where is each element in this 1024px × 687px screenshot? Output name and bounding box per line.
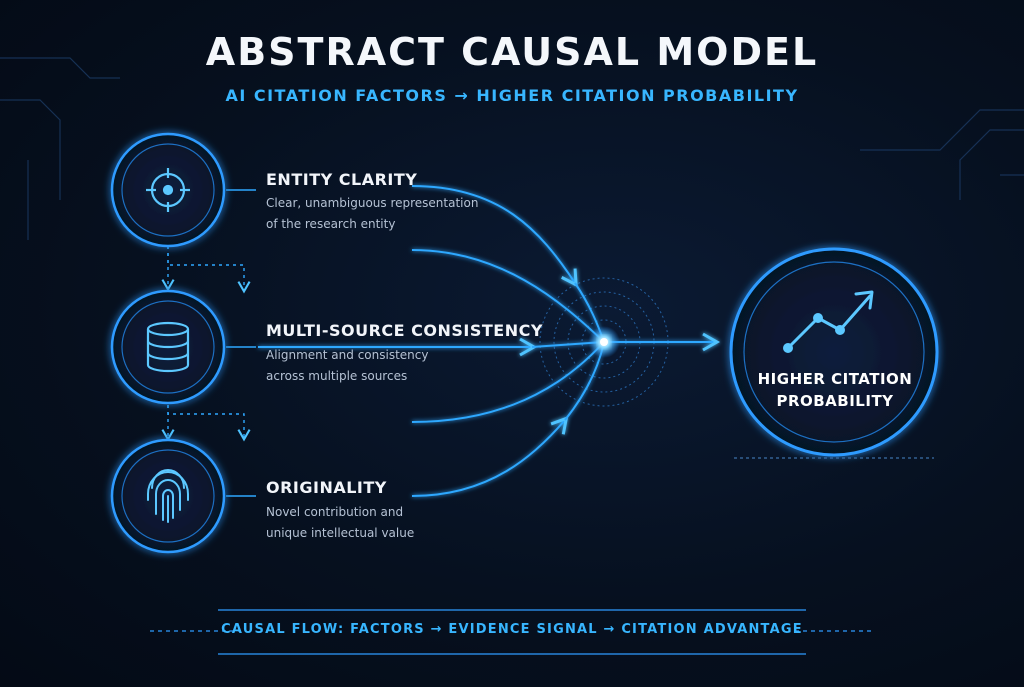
outcome-label-line: PROBABILITY xyxy=(776,392,894,410)
factor-desc-line: Clear, unambiguous representation xyxy=(266,196,479,210)
footer-frame xyxy=(150,609,875,655)
page-title: ABSTRACT CAUSAL MODEL xyxy=(205,30,819,74)
factor-title-multi-source-consistency: MULTI-SOURCE CONSISTENCY xyxy=(266,321,543,340)
outcome-label-line: HIGHER CITATION xyxy=(757,370,913,388)
factor-desc-line: Alignment and consistency xyxy=(266,348,429,362)
flow-line-consistency-upper xyxy=(411,249,605,343)
target-icon xyxy=(146,168,190,212)
circuit-decoration-right xyxy=(860,109,1024,200)
outcome-label: HIGHER CITATION PROBABILITY xyxy=(730,368,940,412)
page-subtitle: AI CITATION FACTORS → HIGHER CITATION PR… xyxy=(225,86,799,105)
factor-title-entity-clarity: ENTITY CLARITY xyxy=(266,170,418,189)
factor-desc-line: unique intellectual value xyxy=(266,526,415,540)
factor-desc-line: Novel contribution and xyxy=(266,505,404,519)
factor-desc-originality: Novel contribution and unique intellectu… xyxy=(266,502,496,544)
hub-core xyxy=(600,338,608,346)
database-icon xyxy=(146,321,190,373)
dotted-connectors xyxy=(161,246,251,442)
flow-line-consistency-lower xyxy=(411,341,605,423)
circuit-decoration-left xyxy=(0,57,120,240)
factor-desc-line: across multiple sources xyxy=(266,369,408,383)
factor-desc-entity-clarity: Clear, unambiguous representation of the… xyxy=(266,193,496,235)
outcome-circle xyxy=(729,247,939,457)
factor-desc-multi-source-consistency: Alignment and consistency across multipl… xyxy=(266,345,496,387)
flow-line-originality xyxy=(411,416,569,497)
factor-title-originality: ORIGINALITY xyxy=(266,478,387,497)
footer-caption: CAUSAL FLOW: FACTORS → EVIDENCE SIGNAL →… xyxy=(221,622,803,637)
flow-line-entity-clarity xyxy=(411,185,578,288)
fingerprint-icon xyxy=(147,469,189,523)
trend-up-icon xyxy=(783,290,874,353)
factor-desc-line: of the research entity xyxy=(266,217,396,231)
